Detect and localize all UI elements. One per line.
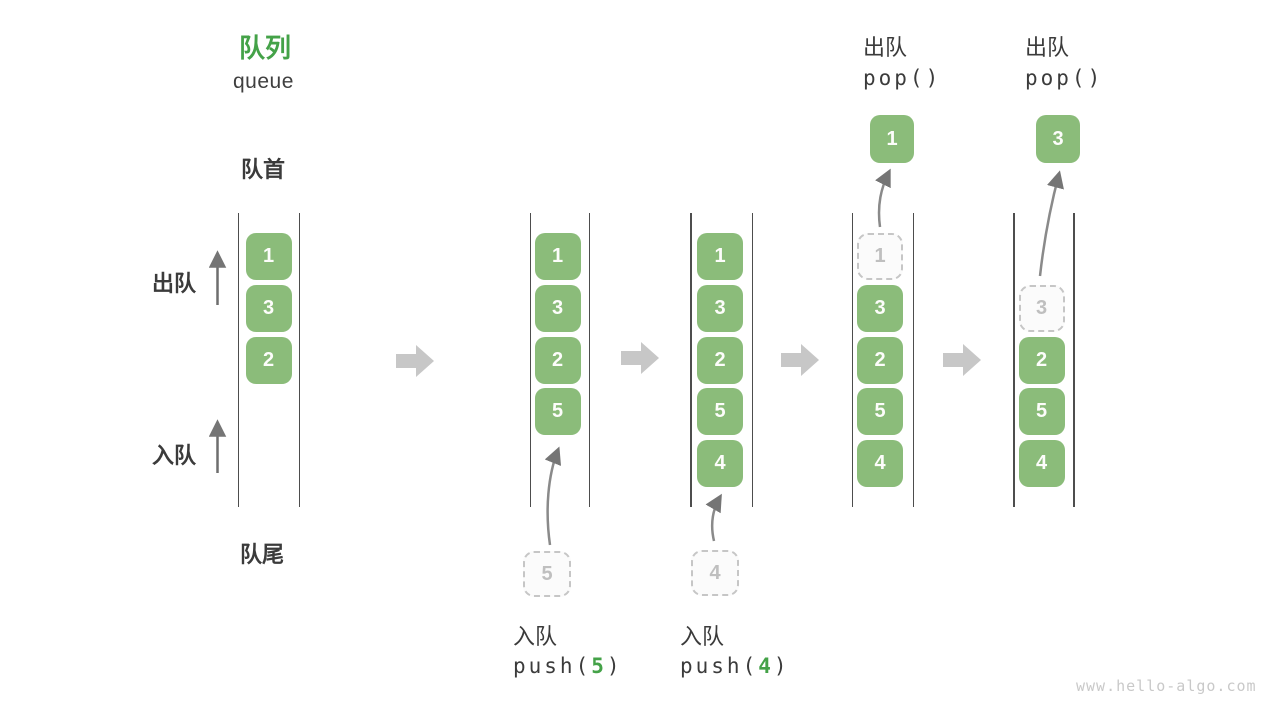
state-pop-2-op-call: pop() (1025, 66, 1104, 90)
state-pop-2-element-2: 2 (1018, 336, 1065, 384)
enqueue-direction-label: 入队 (152, 443, 197, 468)
state-pop-2-element-4: 4 (1018, 440, 1065, 487)
state-push-4-op-func: push( (680, 654, 759, 678)
state-initial-wall-right (298, 213, 300, 507)
state-push-5-op-func: push( (513, 654, 592, 678)
push-5-arrow (544, 446, 562, 546)
state-push-4-element-2: 2 (697, 336, 743, 384)
state-pop-1-element-5: 5 (857, 388, 903, 435)
state-push-5-wall-right (588, 213, 590, 507)
state-pop-1-popped-box: 1 (870, 115, 914, 163)
state-push-5-op-call: push(5) (513, 654, 623, 678)
flow-arrow-2 (621, 342, 659, 374)
state-push-5-staging-box: 5 (523, 551, 571, 597)
queue-rear-label: 队尾 (240, 542, 285, 567)
pop-1-arrow (875, 168, 891, 228)
dequeue-direction-label: 出队 (152, 271, 197, 296)
state-pop-1-element-3: 3 (857, 285, 903, 332)
state-push-4-element-5: 5 (697, 388, 743, 435)
push-4-arrow (705, 493, 722, 542)
state-pop-2-popped-box: 3 (1036, 115, 1080, 163)
pop-3-arrow (1038, 170, 1064, 277)
state-pop-2-op-label-zh: 出队 (1025, 35, 1070, 60)
state-push-5-element-1: 1 (534, 233, 581, 280)
state-initial-element-3: 3 (245, 285, 292, 332)
state-pop-2-wall-left (1013, 213, 1015, 507)
state-pop-2-element-5: 5 (1018, 388, 1065, 435)
state-push-4-element-1: 1 (697, 233, 743, 280)
state-push-5-wall-left (529, 213, 531, 507)
state-initial-element-1: 1 (245, 233, 292, 280)
state-push-5-element-3: 3 (534, 285, 581, 332)
state-push-4-staging-box: 4 (691, 550, 739, 596)
state-push-5-element-2: 2 (534, 336, 581, 384)
state-push-4-element-4: 4 (697, 440, 743, 487)
state-push-5-op-label-zh: 入队 (513, 624, 558, 649)
state-push-4-element-3: 3 (697, 285, 743, 332)
state-pop-2-wall-right (1073, 213, 1075, 507)
state-push-4-wall-right (751, 213, 753, 507)
flow-arrow-4 (943, 344, 981, 376)
state-push-4-wall-left (690, 213, 692, 507)
state-push-4-op-arg: 4 (758, 654, 774, 678)
state-push-4-op-call: push(4) (680, 654, 790, 678)
state-push-4-op-label-zh: 入队 (680, 624, 725, 649)
state-pop-1-element-1: 1 (857, 233, 903, 280)
state-initial-element-2: 2 (245, 336, 292, 384)
state-pop-1-element-4: 4 (857, 440, 903, 487)
flow-arrow-1 (396, 345, 434, 377)
state-pop-1-op-call: pop() (863, 66, 942, 90)
state-pop-1-element-2: 2 (857, 336, 903, 384)
state-push-5-op-close: ) (606, 654, 623, 678)
queue-front-label: 队首 (241, 157, 286, 182)
diagram-title-zh: 队列 (239, 33, 292, 63)
state-pop-2-element-3: 3 (1018, 285, 1065, 332)
state-pop-1-op-label-zh: 出队 (863, 35, 908, 60)
flow-arrow-3 (781, 344, 819, 376)
diagram-title-en: queue (233, 70, 294, 93)
state-push-4-op-close: ) (773, 654, 790, 678)
state-initial-wall-left (237, 213, 239, 507)
state-pop-1-wall-right (912, 213, 914, 507)
watermark: www.hello-algo.com (1076, 677, 1257, 695)
state-push-5-op-arg: 5 (591, 654, 607, 678)
state-flow-arrows (396, 342, 981, 377)
state-pop-1-wall-left (851, 213, 853, 507)
state-push-5-element-5: 5 (534, 388, 581, 435)
